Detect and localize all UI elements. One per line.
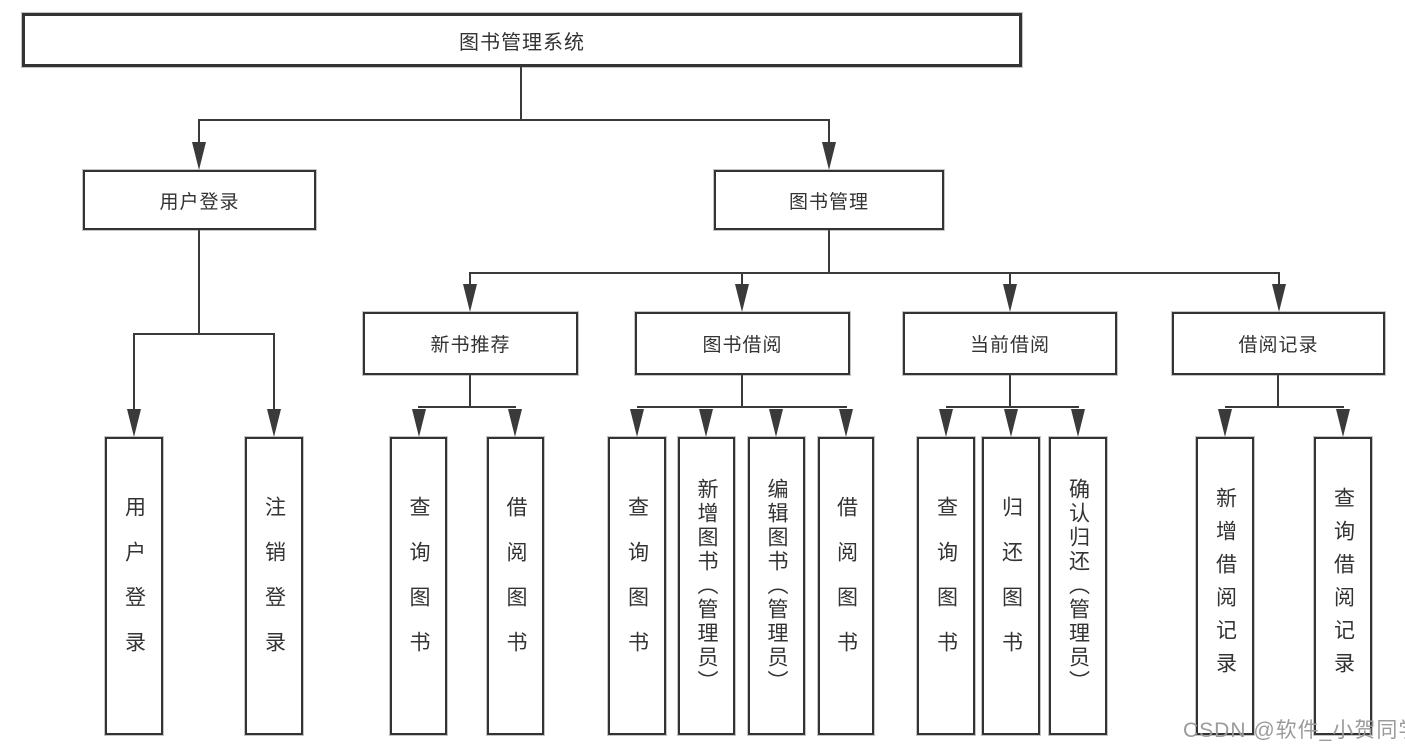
arrow-head-icon [735, 284, 749, 312]
leaf-edit-books-admin: 编辑图书（管理员） [748, 437, 805, 735]
connector-line [469, 272, 1280, 274]
connector-line [469, 272, 471, 286]
arrow-head-icon [1071, 409, 1085, 437]
arrow-head-icon [127, 409, 141, 437]
arrow-head-icon [508, 409, 522, 437]
arrow-head-icon [1218, 409, 1232, 437]
arrow-head-icon [463, 284, 477, 312]
leaf-add-books-admin: 新增图书（管理员） [678, 437, 735, 735]
connector-line [198, 119, 830, 121]
arrow-head-icon [267, 409, 281, 437]
arrow-head-icon [822, 142, 836, 170]
arrow-head-icon [699, 409, 713, 437]
node-current-borrow: 当前借阅 [903, 312, 1117, 375]
leaf-borrow-books-recommend: 借阅图书 [487, 437, 544, 735]
arrow-head-icon [839, 409, 853, 437]
connector-line [418, 406, 516, 408]
arrow-head-icon [412, 409, 426, 437]
connector-line [741, 375, 743, 408]
connector-line [741, 272, 743, 286]
connector-line [637, 406, 847, 408]
leaf-query-books-recommend: 查询图书 [390, 437, 447, 735]
arrow-head-icon [630, 409, 644, 437]
leaf-logout: 注销登录 [245, 437, 303, 735]
arrow-head-icon [769, 409, 783, 437]
connector-line [273, 333, 275, 412]
leaf-query-books-borrow: 查询图书 [608, 437, 666, 735]
leaf-query-borrow-record: 查询借阅记录 [1314, 437, 1372, 735]
node-book-management-branch: 图书管理 [714, 170, 944, 230]
node-borrow-records: 借阅记录 [1172, 312, 1385, 375]
connector-line [198, 119, 200, 147]
arrow-head-icon [1336, 409, 1350, 437]
connector-line [1009, 375, 1011, 408]
node-new-book-recommend: 新书推荐 [363, 312, 578, 375]
connector-line [1009, 272, 1011, 286]
connector-line [828, 119, 830, 147]
connector-line [828, 230, 830, 274]
leaf-return-books: 归还图书 [982, 437, 1040, 735]
connector-line [520, 67, 522, 120]
csdn-watermark: CSDN @软件_小贺同学 [1183, 719, 1405, 742]
node-root: 图书管理系统 [22, 13, 1022, 67]
leaf-user-login: 用户登录 [105, 437, 163, 735]
leaf-confirm-return-admin: 确认归还（管理员） [1049, 437, 1107, 735]
leaf-add-borrow-record: 新增借阅记录 [1196, 437, 1254, 735]
arrow-head-icon [192, 142, 206, 170]
connector-line [198, 230, 200, 335]
leaf-borrow-books: 借阅图书 [818, 437, 874, 735]
arrow-head-icon [1004, 409, 1018, 437]
connector-line [1277, 375, 1279, 408]
connector-line [133, 333, 135, 412]
arrow-head-icon [1003, 284, 1017, 312]
leaf-query-books-current: 查询图书 [917, 437, 975, 735]
node-book-borrow: 图书借阅 [635, 312, 850, 375]
arrow-head-icon [939, 409, 953, 437]
connector-line [1278, 272, 1280, 286]
connector-line [1225, 406, 1344, 408]
node-user-login-branch: 用户登录 [83, 170, 316, 230]
connector-line [133, 333, 275, 335]
connector-line [469, 375, 471, 408]
arrow-head-icon [1272, 284, 1286, 312]
connector-line [946, 406, 1079, 408]
